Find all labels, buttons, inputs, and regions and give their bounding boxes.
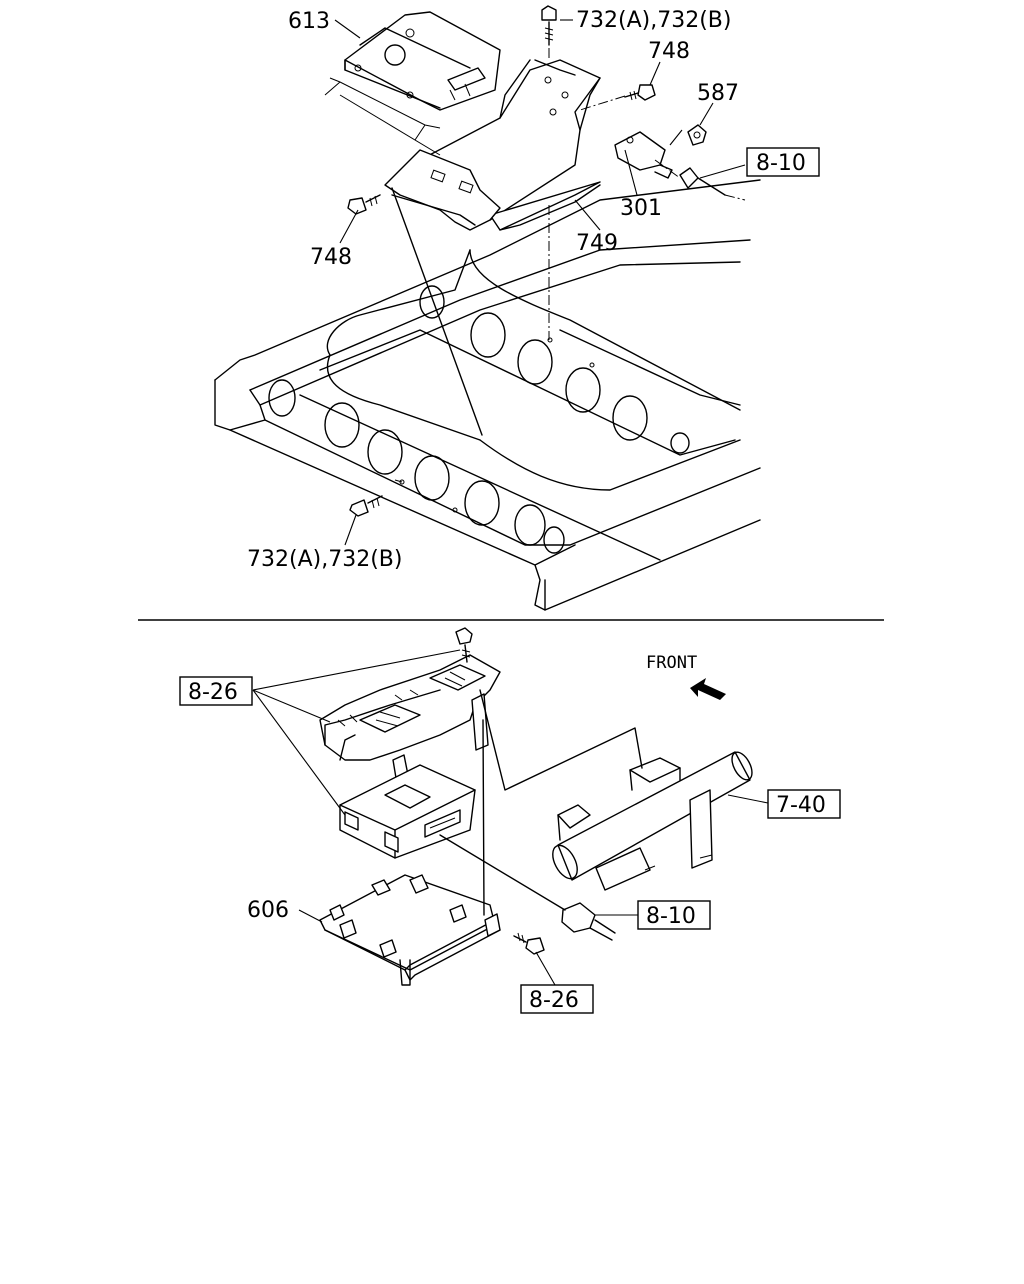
bolt-732-bottom bbox=[349, 495, 383, 517]
front-arrow-icon bbox=[690, 678, 726, 700]
ref-826-bottom: 8-26 bbox=[529, 988, 579, 1013]
label-748-top: 748 bbox=[648, 39, 690, 64]
controller-613 bbox=[324, 11, 501, 141]
tray-606 bbox=[319, 874, 501, 986]
label-732-top: 732(A),732(B) bbox=[576, 8, 731, 33]
label-301: 301 bbox=[620, 196, 662, 221]
ref-box-740[interactable] bbox=[767, 789, 841, 819]
ref-box-826-left[interactable] bbox=[179, 676, 253, 706]
label-front: FRONT bbox=[646, 653, 697, 673]
leader-613 bbox=[334, 19, 361, 39]
label-732-bottom: 732(A),732(B) bbox=[247, 547, 402, 572]
leader-732-bottom bbox=[344, 514, 357, 546]
cross-tube bbox=[552, 751, 753, 891]
connector-810 bbox=[561, 902, 616, 941]
ref-826-left: 8-26 bbox=[188, 680, 238, 705]
bolt-732-top bbox=[541, 5, 557, 46]
ecu-module bbox=[339, 764, 476, 859]
leader-810-top bbox=[699, 164, 746, 179]
leader-826-c bbox=[252, 689, 346, 816]
leader-606 bbox=[298, 909, 323, 923]
leader-826-b bbox=[252, 689, 331, 723]
ref-810-bottom: 8-10 bbox=[646, 904, 696, 929]
leader-587-b bbox=[669, 129, 683, 146]
label-748-left: 748 bbox=[310, 245, 352, 270]
bolt-top-bottom-section bbox=[455, 627, 473, 663]
leader-749 bbox=[574, 199, 601, 231]
ref-box-810-bottom[interactable] bbox=[637, 900, 711, 930]
mounting-line-upper bbox=[479, 689, 643, 791]
bolt-748-left bbox=[347, 194, 381, 215]
label-606: 606 bbox=[247, 898, 289, 923]
leader-826-bottom bbox=[535, 951, 556, 986]
leader-controller-to-bracket bbox=[339, 94, 441, 156]
ground-line bbox=[391, 187, 483, 436]
leader-301 bbox=[624, 149, 638, 196]
bracket-749 bbox=[384, 59, 601, 231]
centerline-connector bbox=[724, 194, 746, 201]
ref-box-810-top[interactable] bbox=[746, 147, 820, 177]
chassis-frame bbox=[214, 179, 761, 611]
leader-826-a bbox=[252, 649, 461, 691]
leader-587 bbox=[699, 102, 714, 126]
ref-box-826-bottom[interactable] bbox=[520, 984, 594, 1014]
bolt-748-top bbox=[624, 84, 656, 101]
leader-740 bbox=[727, 794, 769, 804]
bolt-side-bottom-section bbox=[513, 932, 545, 955]
centerline-748-top bbox=[579, 95, 626, 111]
ref-810-top: 8-10 bbox=[756, 151, 806, 176]
sensor-301 bbox=[614, 124, 726, 196]
label-587: 587 bbox=[697, 81, 739, 106]
leader-bottom-bolt bbox=[394, 479, 403, 483]
leader-748-top bbox=[649, 61, 661, 86]
label-613: 613 bbox=[288, 9, 330, 34]
upper-bracket bbox=[319, 654, 501, 791]
harness-line bbox=[439, 834, 566, 911]
leader-748-left bbox=[339, 209, 359, 244]
label-749: 749 bbox=[576, 231, 618, 256]
mounting-line-vertical bbox=[482, 719, 485, 916]
ref-740: 7-40 bbox=[776, 793, 826, 818]
